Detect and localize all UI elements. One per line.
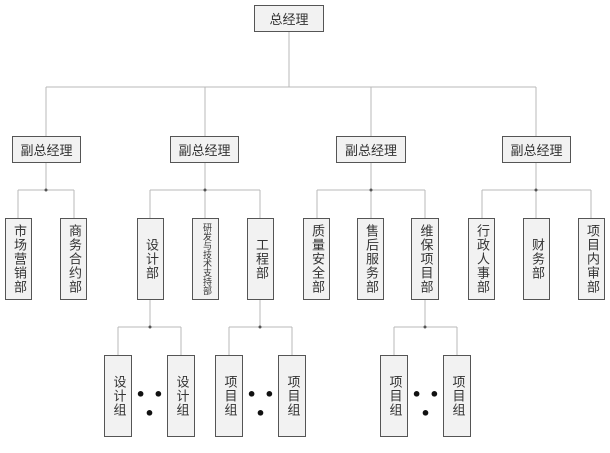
group-label: 项目组 <box>386 375 402 417</box>
group-label: 项目组 <box>284 375 300 417</box>
dept-label: 财务部 <box>529 238 544 280</box>
ellipsis-engineering: • • • <box>246 385 276 423</box>
dept-label: 设计部 <box>143 238 158 280</box>
dept-internal-audit: 项目内审部 <box>578 218 605 300</box>
vp-box-1: 副总经理 <box>12 136 81 163</box>
eng-project-group-1: 项目组 <box>215 355 243 437</box>
design-group-1: 设计组 <box>104 355 132 437</box>
vp-label: 副总经理 <box>344 144 397 159</box>
dept-label: 维保项目部 <box>417 224 433 294</box>
ellipsis-design: • • • <box>135 385 165 423</box>
dept-marketing: 市场营销部 <box>5 218 32 300</box>
group-label: 设计组 <box>173 375 189 417</box>
dept-label: 商务合约部 <box>66 224 81 294</box>
vp-label: 副总经理 <box>20 144 73 159</box>
ellipsis-maintenance: • • • <box>411 385 441 423</box>
dept-quality-safety: 质量安全部 <box>303 218 330 300</box>
dept-admin-hr: 行政人事部 <box>468 218 495 300</box>
group-label: 设计组 <box>110 375 126 417</box>
dept-design: 设计部 <box>137 218 164 300</box>
dept-label: 工程部 <box>253 238 268 280</box>
dept-rnd-support: 研发与技术支持部 <box>192 218 219 300</box>
dept-after-sales: 售后服务部 <box>357 218 384 300</box>
vp-box-4: 副总经理 <box>502 136 571 163</box>
eng-project-group-2: 项目组 <box>278 355 306 437</box>
vp-label: 副总经理 <box>510 144 563 159</box>
dept-label: 市场营销部 <box>11 224 26 294</box>
group-label: 项目组 <box>221 375 237 417</box>
dept-label: 研发与技术支持部 <box>201 223 211 295</box>
dept-finance: 财务部 <box>523 218 550 300</box>
ceo-label: 总经理 <box>269 13 309 28</box>
vp-label: 副总经理 <box>178 144 231 159</box>
group-label: 项目组 <box>449 375 465 417</box>
dept-engineering: 工程部 <box>247 218 274 300</box>
dept-label: 售后服务部 <box>363 224 378 294</box>
vp-box-3: 副总经理 <box>336 136 406 163</box>
maint-project-group-1: 项目组 <box>380 355 408 437</box>
design-group-2: 设计组 <box>167 355 195 437</box>
dept-label: 质量安全部 <box>309 224 324 294</box>
vp-box-2: 副总经理 <box>170 136 239 163</box>
dept-label: 项目内审部 <box>584 224 599 294</box>
dept-maintenance-project: 维保项目部 <box>411 218 439 300</box>
dept-label: 行政人事部 <box>474 224 489 294</box>
ceo-box: 总经理 <box>254 5 324 32</box>
maint-project-group-2: 项目组 <box>443 355 471 437</box>
dept-commercial-contract: 商务合约部 <box>60 218 87 300</box>
